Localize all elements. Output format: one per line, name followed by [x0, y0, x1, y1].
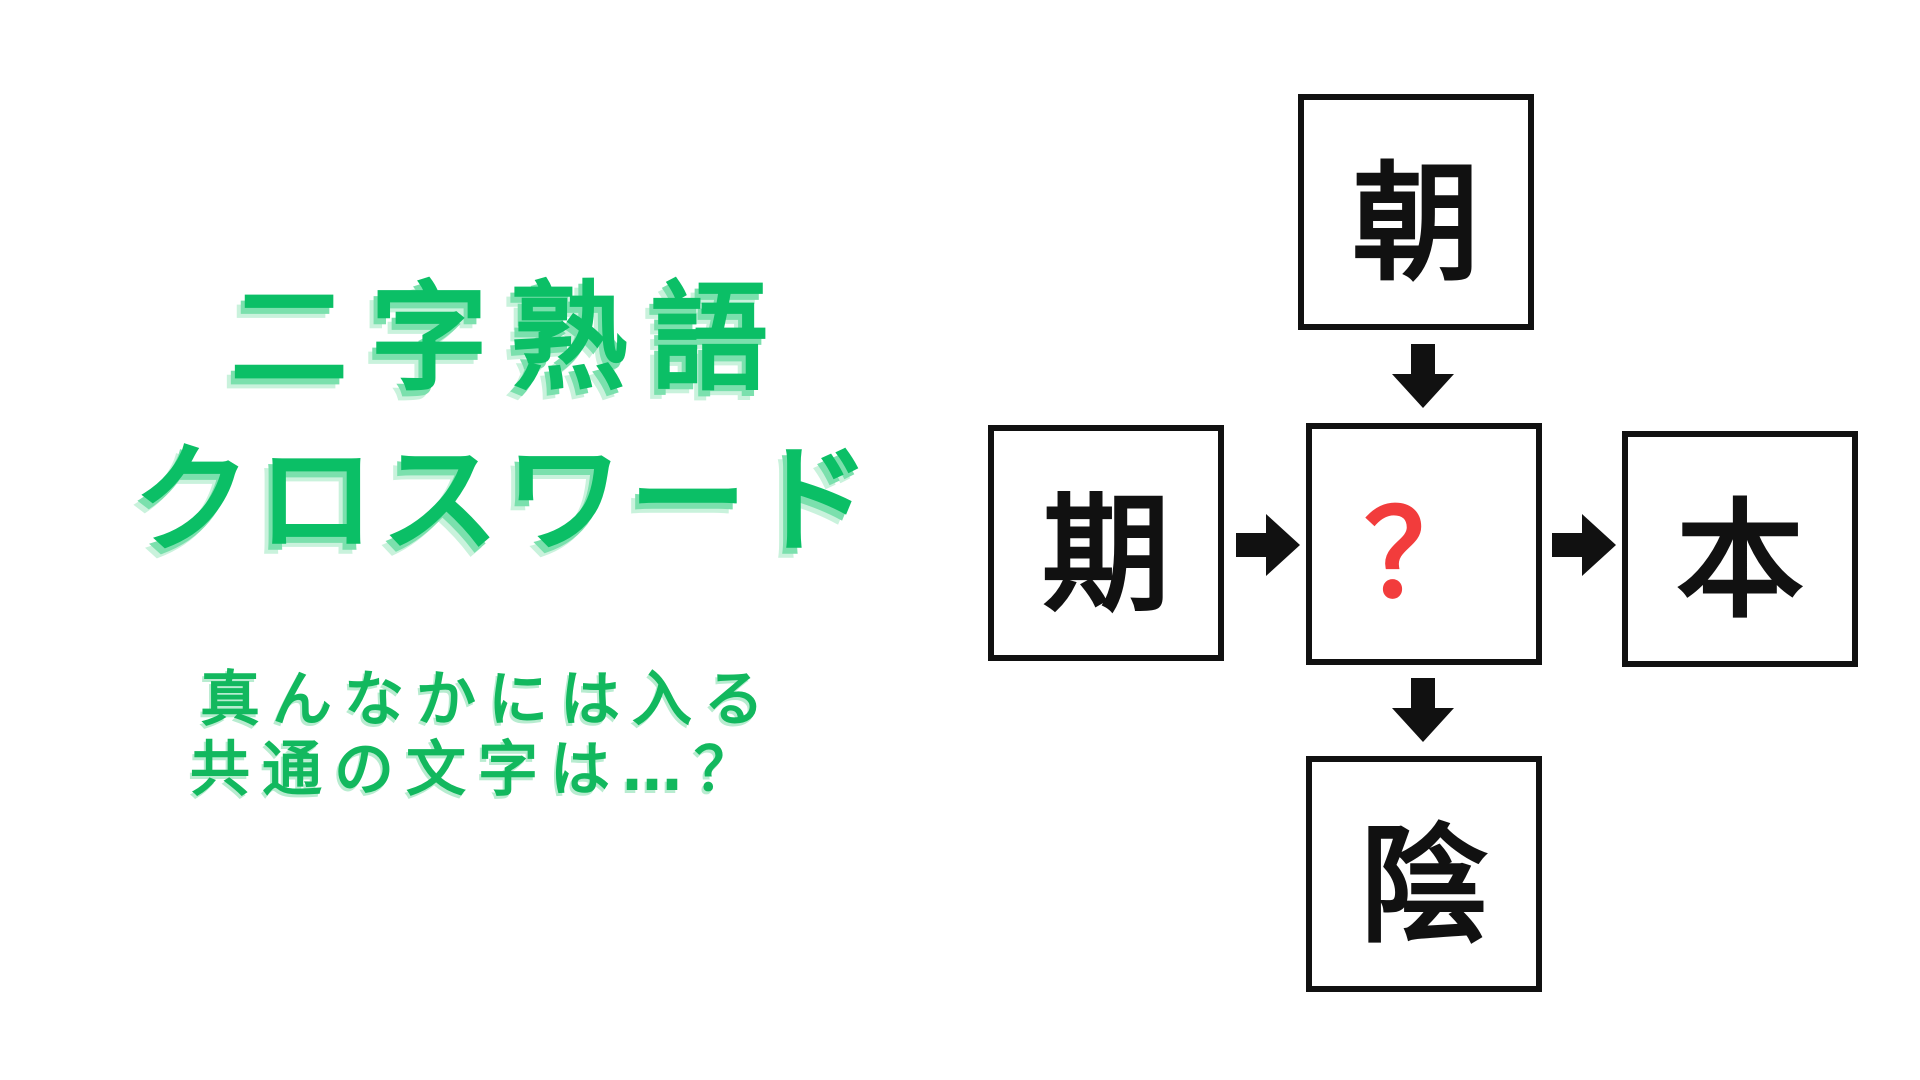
arrow-down-icon — [1392, 678, 1454, 742]
puzzle-cell-top: 朝 — [1298, 94, 1534, 330]
title-line-1: 二字熟語 — [229, 269, 790, 407]
subtitle-line-2: 共通の文字は…？ — [190, 735, 766, 805]
arrow-right-icon — [1236, 514, 1300, 576]
puzzle-cell-center: ？ — [1306, 423, 1542, 665]
title-line-2: クロスワード — [132, 431, 877, 569]
arrow-down-icon — [1392, 344, 1454, 408]
puzzle-cell-bottom: 陰 — [1306, 756, 1542, 992]
puzzle-cell-left: 期 — [988, 425, 1224, 661]
arrow-right-icon — [1552, 514, 1616, 576]
subtitle-line-1: 真んなかには入る — [200, 665, 776, 735]
puzzle-cell-right: 本 — [1622, 431, 1858, 667]
